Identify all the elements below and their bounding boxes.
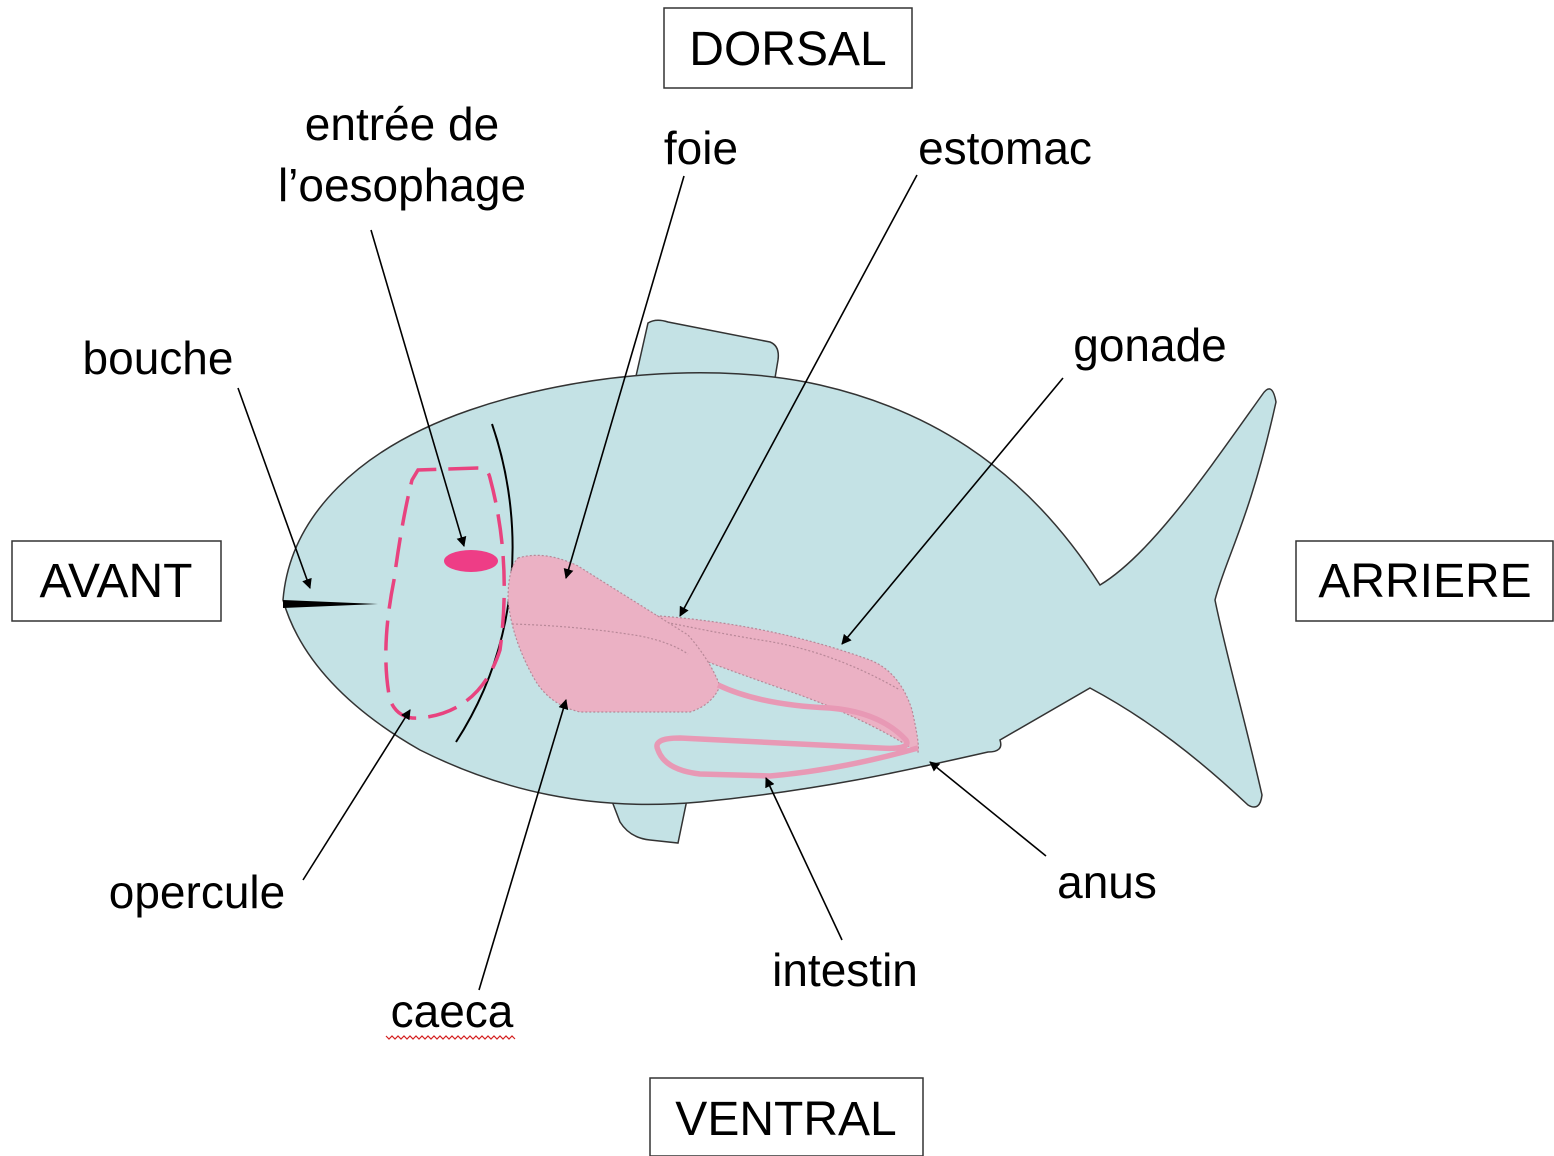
leader-mouth <box>238 388 310 588</box>
oesophagus-entry <box>444 550 498 572</box>
label-anus: anus <box>1057 856 1157 908</box>
label-oesophagus-line1: entrée de <box>305 98 499 150</box>
leader-operculum <box>303 710 410 880</box>
label-oesophagus-line2: l’oesophage <box>278 159 526 211</box>
label-gonad: gonade <box>1073 319 1227 371</box>
direction-front-box: AVANT <box>12 541 221 621</box>
label-intestine: intestin <box>772 944 918 996</box>
direction-dorsal: DORSAL <box>689 23 886 76</box>
label-stomach: estomac <box>918 122 1092 174</box>
direction-ventral: VENTRAL <box>675 1093 896 1146</box>
direction-dorsal-box: DORSAL <box>664 8 912 88</box>
direction-front: AVANT <box>40 555 193 608</box>
label-operculum: opercule <box>109 866 285 918</box>
direction-rear-box: ARRIERE <box>1296 541 1553 621</box>
fish-body <box>283 320 1276 843</box>
direction-rear: ARRIERE <box>1318 555 1531 608</box>
leader-anus <box>930 762 1046 856</box>
label-liver: foie <box>664 122 738 174</box>
label-caeca: caeca <box>391 985 514 1037</box>
label-mouth: bouche <box>83 332 234 384</box>
direction-ventral-box: VENTRAL <box>650 1078 923 1156</box>
leader-intestine <box>766 778 842 940</box>
